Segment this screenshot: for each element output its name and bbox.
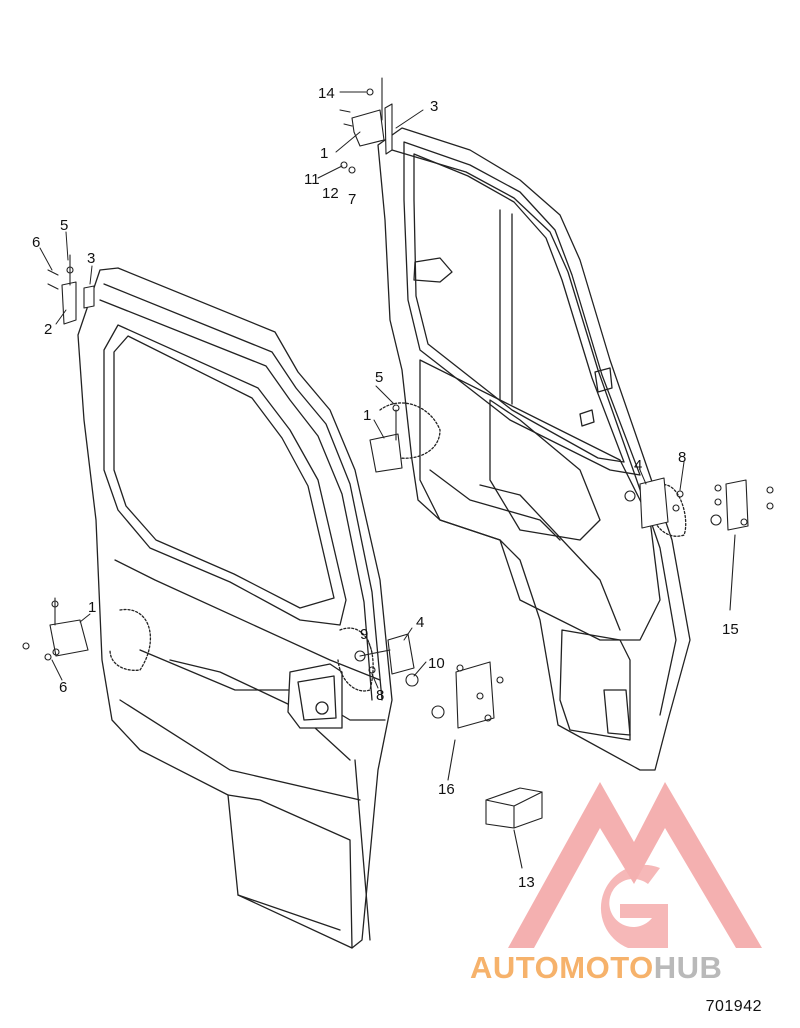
callout-4-left: 4 [416,614,425,631]
watermark-logo [508,782,762,948]
callout-3-top: 3 [430,98,439,115]
callout-6-bot: 6 [59,679,68,696]
callout-5-left: 5 [60,217,69,234]
figure-id: 701942 [705,998,762,1015]
callout-10: 10 [428,655,445,672]
callout-7: 7 [348,191,357,208]
right-door [377,127,691,771]
callout-6-top: 6 [32,234,41,251]
callout-15: 15 [722,621,739,638]
callout-13: 13 [518,874,535,891]
leader-lines [39,91,685,689]
callout-11: 11 [304,171,320,188]
callout-4-right: 4 [634,457,643,474]
callout-5-mid: 5 [375,369,384,386]
callout-12: 12 [322,185,339,202]
watermark-part-b: HUB [653,950,723,985]
callout-8-left: 8 [376,687,385,704]
callout-1-mid: 1 [363,407,372,424]
left-door [77,267,393,949]
hardware-parts [22,77,774,869]
callout-8-right: 8 [678,449,687,466]
callout-2: 2 [44,321,53,338]
watermark-text: AUTOMOTOHUB [470,950,722,986]
watermark-part-a: AUTOMOTO [470,950,654,985]
callout-3-left: 3 [87,250,96,267]
callout-1-bot: 1 [88,599,97,616]
callout-14: 14 [318,85,335,102]
callout-1-top: 1 [320,145,329,162]
callout-9: 9 [360,626,369,643]
callout-16: 16 [438,781,455,798]
